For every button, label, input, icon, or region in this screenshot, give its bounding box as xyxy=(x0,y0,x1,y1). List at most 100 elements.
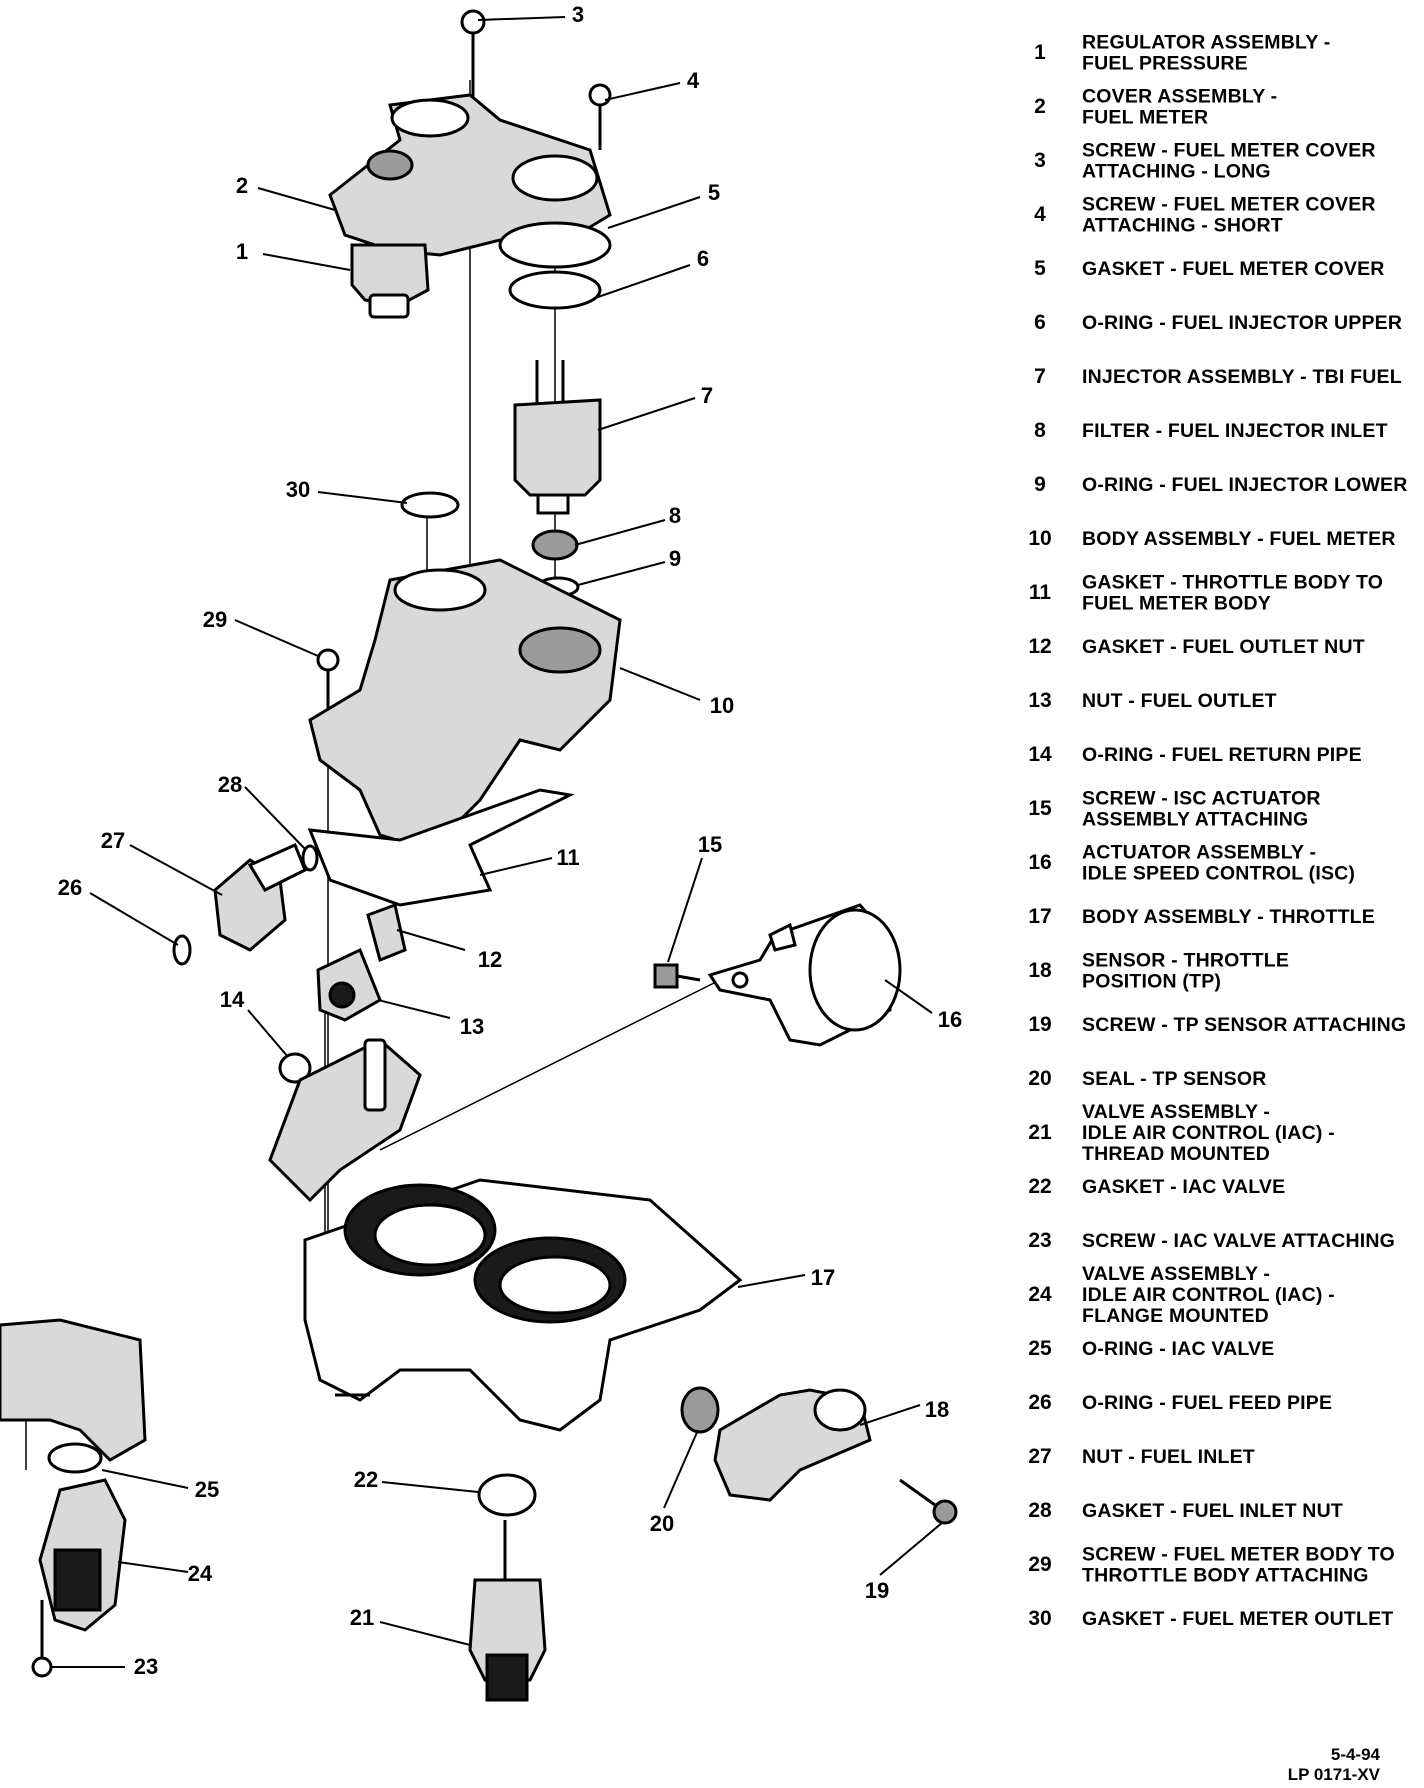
legend-description-line: GASKET - FUEL METER COVER xyxy=(1082,258,1385,280)
legend-number: 25 xyxy=(1028,1337,1052,1360)
legend-number: 11 xyxy=(1029,581,1052,604)
legend-number: 9 xyxy=(1034,473,1046,496)
return-pipe-o-ring-part xyxy=(278,1052,312,1084)
legend-number: 12 xyxy=(1028,635,1051,658)
legend-entry: 5 GASKET - FUEL METER COVER xyxy=(1034,257,1384,280)
legend-description-line: REGULATOR ASSEMBLY - xyxy=(1082,32,1331,54)
upper-o-ring-part xyxy=(508,270,602,310)
callout-14: 14 xyxy=(220,987,245,1012)
legend-description-line: COVER ASSEMBLY - xyxy=(1082,86,1277,108)
figure-date: 5-4-94 xyxy=(1331,1745,1381,1764)
callout-25: 25 xyxy=(195,1477,219,1502)
iac-gasket-part xyxy=(477,1473,537,1517)
legend-entry: 10 BODY ASSEMBLY - FUEL METER xyxy=(1028,527,1395,550)
legend-description-line: GASKET - THROTTLE BODY TO xyxy=(1082,572,1383,594)
callout-1: 1 xyxy=(236,239,248,264)
pressure-regulator-part xyxy=(350,243,430,319)
legend-description-line: INJECTOR ASSEMBLY - TBI FUEL xyxy=(1082,366,1402,388)
callout-24: 24 xyxy=(188,1561,213,1586)
legend-description-line: NUT - FUEL OUTLET xyxy=(1082,690,1277,712)
callout-7: 7 xyxy=(701,383,713,408)
legend-number: 3 xyxy=(1034,149,1046,172)
tp-sensor-part xyxy=(713,1388,872,1502)
legend-description-line: NUT - FUEL INLET xyxy=(1082,1446,1255,1468)
callout-15: 15 xyxy=(698,832,722,857)
parts-illustration xyxy=(0,9,958,1702)
legend-description-line: VALVE ASSEMBLY - xyxy=(1082,1101,1270,1123)
legend-description-line: SCREW - FUEL METER COVER xyxy=(1082,194,1376,216)
legend-number: 14 xyxy=(1028,743,1052,766)
legend-description-line: FUEL METER xyxy=(1082,107,1208,129)
isc-screw-part xyxy=(653,963,701,989)
legend-entry: 13 NUT - FUEL OUTLET xyxy=(1028,689,1276,712)
throttle-body-part xyxy=(268,1038,743,1432)
legend-description-line: FUEL PRESSURE xyxy=(1082,53,1248,75)
callout-3: 3 xyxy=(572,2,584,27)
legend-description-line: FUEL METER BODY xyxy=(1082,593,1271,615)
short-screw-part xyxy=(588,83,612,150)
isc-actuator-part xyxy=(707,903,902,1047)
callout-2: 2 xyxy=(236,173,248,198)
callout-8: 8 xyxy=(669,503,681,528)
legend-number: 8 xyxy=(1034,419,1046,442)
callout-11: 11 xyxy=(556,845,579,870)
legend-number: 17 xyxy=(1028,905,1051,928)
legend-number: 10 xyxy=(1028,527,1051,550)
leader-lines xyxy=(50,16,944,1668)
callout-numbers: 1 2 3 4 5 6 7 8 9 10 11 12 13 14 15 16 1… xyxy=(58,2,962,1679)
legend-number: 5 xyxy=(1034,257,1046,280)
callout-23: 23 xyxy=(134,1654,158,1679)
legend-number: 16 xyxy=(1028,851,1051,874)
legend-description-line: O-RING - FUEL INJECTOR LOWER xyxy=(1082,474,1408,496)
legend-entry: 9 O-RING - FUEL INJECTOR LOWER xyxy=(1034,473,1407,496)
callout-22: 22 xyxy=(354,1467,378,1492)
legend-number: 28 xyxy=(1028,1499,1052,1522)
legend-description-line: O-RING - IAC VALVE xyxy=(1082,1338,1274,1360)
legend-number: 2 xyxy=(1034,95,1046,118)
legend-description-line: GASKET - FUEL OUTLET NUT xyxy=(1082,636,1365,658)
legend-description-line: POSITION (TP) xyxy=(1082,971,1221,993)
callout-27: 27 xyxy=(101,828,125,853)
iac-screw-part xyxy=(31,1600,53,1678)
legend-number: 19 xyxy=(1028,1013,1051,1036)
callout-17: 17 xyxy=(811,1265,835,1290)
feed-pipe-o-ring-part xyxy=(172,934,192,966)
callout-5: 5 xyxy=(708,180,720,205)
legend-description-line: BODY ASSEMBLY - FUEL METER xyxy=(1082,528,1396,550)
legend-description-line: BODY ASSEMBLY - THROTTLE xyxy=(1082,906,1375,928)
inlet-nut-gasket-part xyxy=(301,844,319,872)
injector-part xyxy=(513,360,602,515)
callout-12: 12 xyxy=(478,947,502,972)
legend-number: 15 xyxy=(1028,797,1052,820)
legend-number: 20 xyxy=(1028,1067,1051,1090)
legend-number: 13 xyxy=(1028,689,1051,712)
legend-number: 30 xyxy=(1028,1607,1051,1630)
legend-description-line: O-RING - FUEL RETURN PIPE xyxy=(1082,744,1362,766)
callout-4: 4 xyxy=(687,68,700,93)
callout-21: 21 xyxy=(350,1605,374,1630)
legend-description-line: GASKET - IAC VALVE xyxy=(1082,1176,1285,1198)
legend-description-line: SCREW - FUEL METER BODY TO xyxy=(1082,1544,1395,1566)
legend-description-line: ATTACHING - LONG xyxy=(1082,161,1271,183)
legend-description-line: GASKET - FUEL INLET NUT xyxy=(1082,1500,1343,1522)
legend-entry: 28 GASKET - FUEL INLET NUT xyxy=(1028,1499,1343,1522)
legend-number: 24 xyxy=(1028,1283,1052,1306)
legend-number: 26 xyxy=(1028,1391,1051,1414)
fuel-outlet-nut-part xyxy=(316,902,407,1022)
iac-o-ring-part xyxy=(47,1442,103,1474)
legend-description-line: SEAL - TP SENSOR xyxy=(1082,1068,1267,1090)
cover-gasket-part xyxy=(498,221,612,269)
legend-entry: 25 O-RING - IAC VALVE xyxy=(1028,1337,1274,1360)
